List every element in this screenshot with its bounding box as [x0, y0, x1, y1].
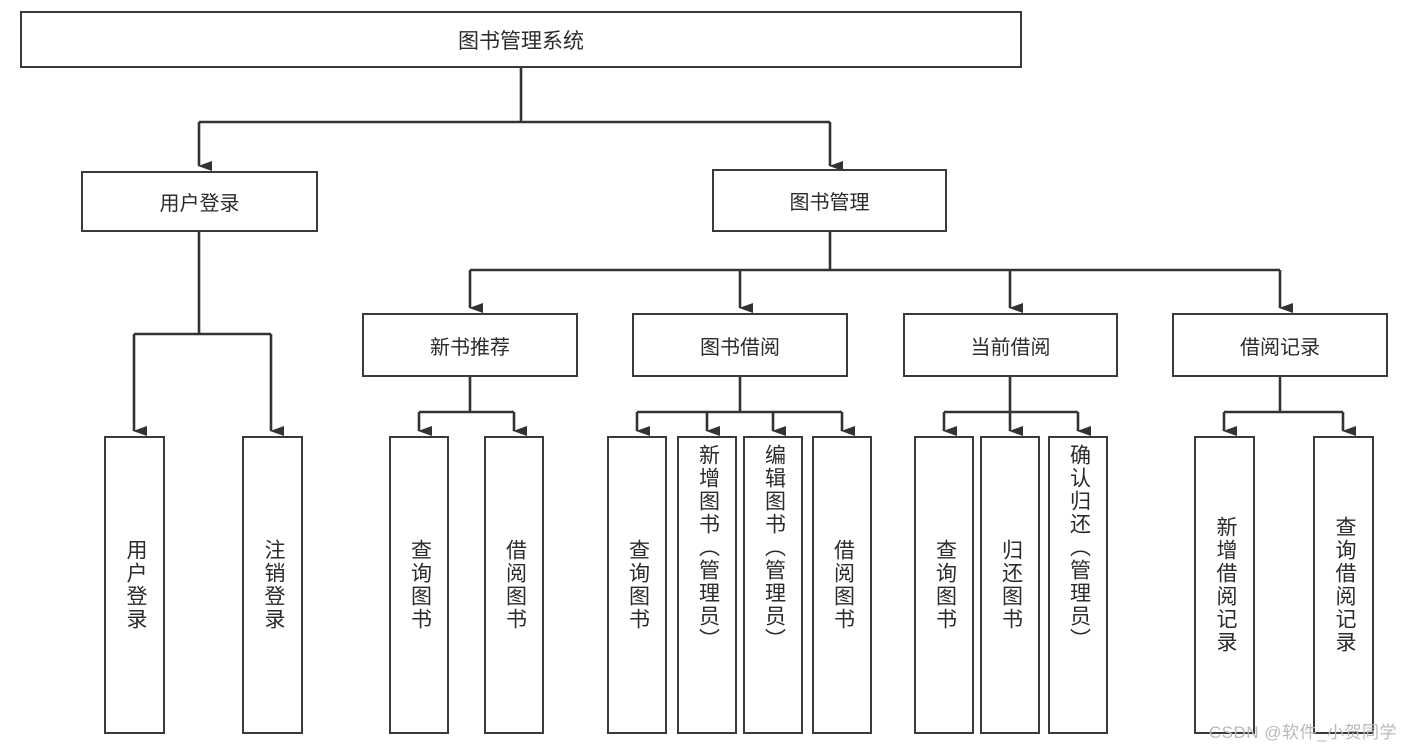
leaf-edit-book-admin-label: 编辑图书（管理员）	[762, 444, 786, 651]
node-book-borrow[interactable]: 图书借阅	[632, 313, 848, 377]
leaf-user-login[interactable]: 用户登录	[104, 436, 165, 734]
leaf-borrow-book-recommend[interactable]: 借阅图书	[484, 436, 544, 734]
leaf-borrow-book-label: 借阅图书	[831, 539, 855, 631]
leaf-borrow-book-recommend-label: 借阅图书	[503, 539, 527, 631]
node-current-borrow[interactable]: 当前借阅	[903, 313, 1118, 377]
node-new-book-recommend[interactable]: 新书推荐	[362, 313, 578, 377]
leaf-query-book-current-label: 查询图书	[933, 539, 957, 631]
leaf-return-book[interactable]: 归还图书	[980, 436, 1040, 734]
node-book-borrow-label: 图书借阅	[700, 336, 780, 359]
node-root-label: 图书管理系统	[458, 29, 584, 53]
leaf-borrow-book[interactable]: 借阅图书	[812, 436, 872, 734]
node-user-login-label: 用户登录	[159, 193, 240, 215]
node-new-book-recommend-label: 新书推荐	[430, 336, 510, 359]
leaf-user-login-label: 用户登录	[123, 539, 147, 631]
leaf-query-book-current[interactable]: 查询图书	[914, 436, 974, 734]
node-book-management-label: 图书管理	[789, 192, 870, 214]
node-root-system[interactable]: 图书管理系统	[20, 11, 1022, 68]
node-borrow-record[interactable]: 借阅记录	[1172, 313, 1388, 377]
leaf-add-borrow-record[interactable]: 新增借阅记录	[1194, 436, 1255, 734]
leaf-query-book-recommend-label: 查询图书	[408, 539, 432, 631]
leaf-query-borrow-record[interactable]: 查询借阅记录	[1313, 436, 1374, 734]
node-user-login[interactable]: 用户登录	[81, 171, 318, 232]
leaf-logout[interactable]: 注销登录	[242, 436, 303, 734]
leaf-add-borrow-record-label: 新增借阅记录	[1213, 516, 1237, 654]
leaf-query-book-borrow[interactable]: 查询图书	[607, 436, 667, 734]
leaf-query-book-recommend[interactable]: 查询图书	[389, 436, 449, 734]
leaf-confirm-return-admin[interactable]: 确认归还（管理员）	[1048, 436, 1108, 734]
leaf-logout-label: 注销登录	[261, 539, 285, 631]
node-borrow-record-label: 借阅记录	[1240, 336, 1320, 359]
leaf-add-book-admin[interactable]: 新增图书（管理员）	[677, 436, 737, 734]
leaf-return-book-label: 归还图书	[999, 539, 1023, 631]
node-current-borrow-label: 当前借阅	[970, 336, 1051, 359]
leaf-query-book-borrow-label: 查询图书	[626, 539, 650, 631]
leaf-query-borrow-record-label: 查询借阅记录	[1332, 516, 1356, 654]
leaf-edit-book-admin[interactable]: 编辑图书（管理员）	[743, 436, 803, 734]
leaf-add-book-admin-label: 新增图书（管理员）	[696, 444, 720, 651]
leaf-confirm-return-admin-label: 确认归还（管理员）	[1067, 444, 1091, 651]
node-book-management[interactable]: 图书管理	[712, 169, 947, 232]
